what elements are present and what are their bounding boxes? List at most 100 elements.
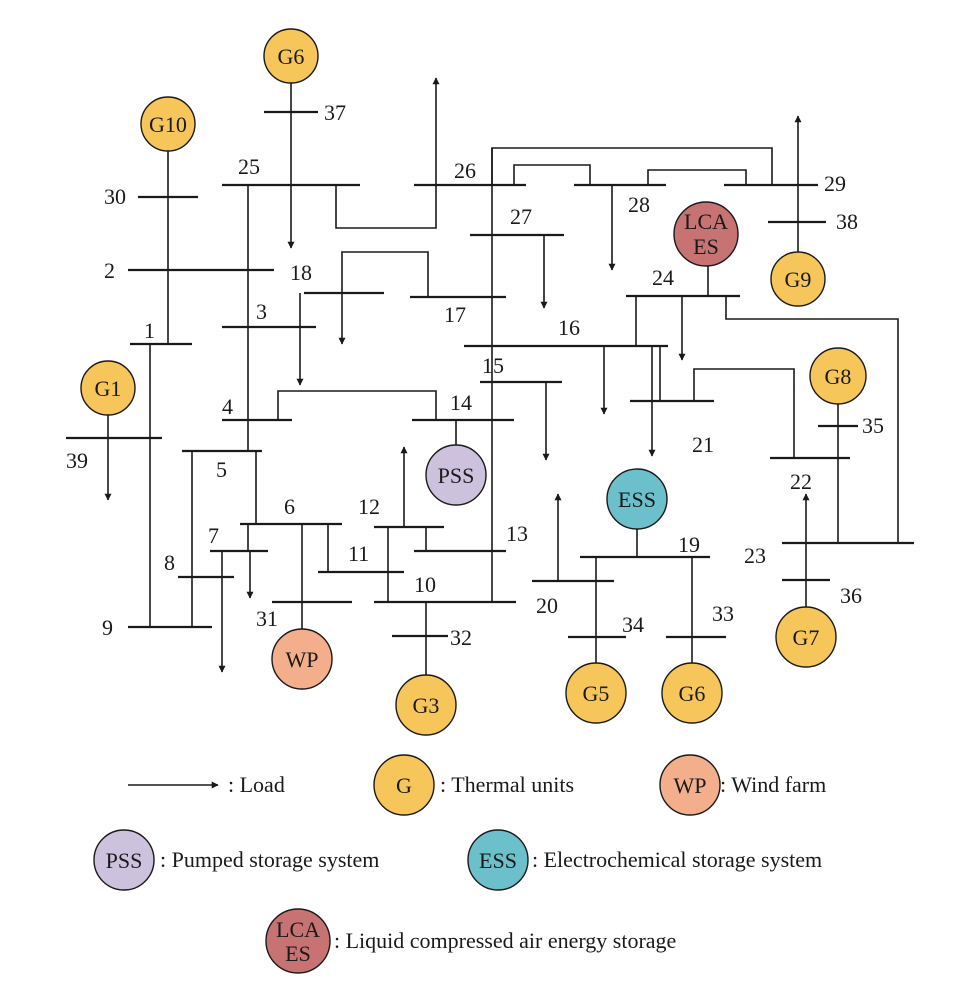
transmission-lines (107, 82, 899, 676)
legend-pumped: PSS : Pumped storage system (93, 829, 379, 891)
bus-label-29: 29 (824, 171, 846, 196)
unit-g6-bottom: G6 (661, 662, 723, 724)
bus-label-21: 21 (692, 432, 714, 457)
unit-circle (395, 674, 457, 736)
legend-thermal-text: : Thermal units (440, 772, 574, 797)
legend-pumped-symbol: PSS (106, 848, 143, 873)
unit-lcaes: LCA ES (673, 201, 739, 267)
bus-label-38: 38 (836, 209, 858, 234)
unit-g6-top: G6 (263, 28, 319, 84)
unit-label: WP (286, 647, 319, 672)
legend: : Load G : Thermal units WP : Wind farm … (93, 754, 826, 974)
unit-circle (263, 28, 319, 84)
unit-circle (271, 628, 333, 690)
bus-label-7: 7 (208, 523, 219, 548)
legend-lcaes-circle (265, 908, 331, 974)
bus-label-31: 31 (256, 606, 278, 631)
unit-label: G10 (149, 112, 187, 137)
unit-circle (565, 662, 627, 724)
legend-lcaes-text: : Liquid compressed air energy storage (334, 928, 676, 953)
unit-circle (809, 347, 867, 405)
bus-label-16: 16 (558, 315, 580, 340)
unit-label: G6 (278, 44, 305, 69)
unit-wp: WP (271, 628, 333, 690)
legend-lcaes-symbol-line2: ES (285, 941, 311, 966)
bus-label-18: 18 (290, 260, 312, 285)
bus-label-25: 25 (238, 154, 260, 179)
unit-g7: G7 (775, 606, 837, 668)
unit-g8: G8 (809, 347, 867, 405)
bus-label-17: 17 (444, 302, 466, 327)
legend-load: : Load (128, 772, 285, 797)
unit-pss: PSS (425, 444, 487, 506)
bus-label-2: 2 (104, 258, 115, 283)
unit-label: ESS (618, 487, 656, 512)
legend-pumped-text: : Pumped storage system (160, 847, 379, 872)
unit-circle (425, 444, 487, 506)
bus-bars (66, 110, 914, 639)
bus-label-12: 12 (358, 494, 380, 519)
bus-label-20: 20 (536, 593, 558, 618)
unit-ess: ESS (606, 468, 668, 530)
legend-lcaes-symbol-line1: LCA (276, 917, 320, 942)
legend-ess-symbol: ESS (479, 848, 517, 873)
bus-label-34: 34 (622, 612, 644, 637)
unit-label: G3 (413, 693, 440, 718)
bus-label-5: 5 (216, 457, 227, 482)
unit-label-line2: ES (693, 234, 719, 259)
legend-wind: WP : Wind farm (659, 754, 826, 816)
bus-label-23: 23 (744, 543, 766, 568)
bus-label-35: 35 (862, 413, 884, 438)
line-25-26 (335, 185, 437, 229)
loads (104, 77, 810, 673)
legend-thermal: G : Thermal units (373, 754, 574, 816)
line-4-14 (277, 390, 437, 420)
legend-ess-text: : Electrochemical storage system (532, 847, 822, 872)
unit-circle (80, 360, 136, 416)
bus-label-6: 6 (284, 494, 295, 519)
unit-label: G6 (679, 681, 706, 706)
bus-label-3: 3 (256, 299, 267, 324)
bus-label-39: 39 (66, 448, 88, 473)
unit-label: G5 (583, 681, 610, 706)
legend-thermal-circle (373, 754, 435, 816)
bus-label-32: 32 (450, 625, 472, 650)
legend-wind-text: : Wind farm (720, 772, 826, 797)
unit-g1: G1 (80, 360, 136, 416)
unit-circle (661, 662, 723, 724)
bus-label-19: 19 (678, 532, 700, 557)
bus-label-33: 33 (712, 601, 734, 626)
unit-label-line1: LCA (684, 209, 728, 234)
line-26-28 (513, 164, 591, 185)
bus-label-15: 15 (482, 353, 504, 378)
generation-and-storage-units: G6 G10 G1 LCA ES G9 G8 PSS ESS (80, 28, 867, 736)
unit-label: G9 (785, 267, 812, 292)
unit-g5: G5 (565, 662, 627, 724)
line-24-23 (725, 296, 899, 543)
unit-circle (606, 468, 668, 530)
unit-label: G8 (825, 364, 852, 389)
unit-g9: G9 (770, 251, 826, 307)
bus-label-9: 9 (102, 615, 113, 640)
unit-circle (140, 96, 196, 152)
legend-load-text: : Load (228, 772, 285, 797)
legend-ess: ESS : Electrochemical storage system (467, 829, 822, 891)
unit-label: G1 (95, 376, 122, 401)
line-26-29 (491, 147, 773, 185)
line-21-22 (693, 368, 795, 458)
bus-label-4: 4 (222, 394, 233, 419)
unit-label: G7 (793, 625, 820, 650)
legend-wind-circle (659, 754, 721, 816)
bus-label-14: 14 (450, 390, 472, 415)
bus-label-11: 11 (348, 541, 369, 566)
bus-label-30: 30 (104, 184, 126, 209)
bus-label-13: 13 (506, 521, 528, 546)
legend-ess-circle (467, 829, 529, 891)
bus-label-28: 28 (628, 192, 650, 217)
bus-label-24: 24 (652, 265, 674, 290)
legend-wind-symbol: WP (674, 773, 707, 798)
bus-label-37: 37 (324, 100, 346, 125)
bus-label-10: 10 (414, 572, 436, 597)
bus-label-22: 22 (790, 469, 812, 494)
